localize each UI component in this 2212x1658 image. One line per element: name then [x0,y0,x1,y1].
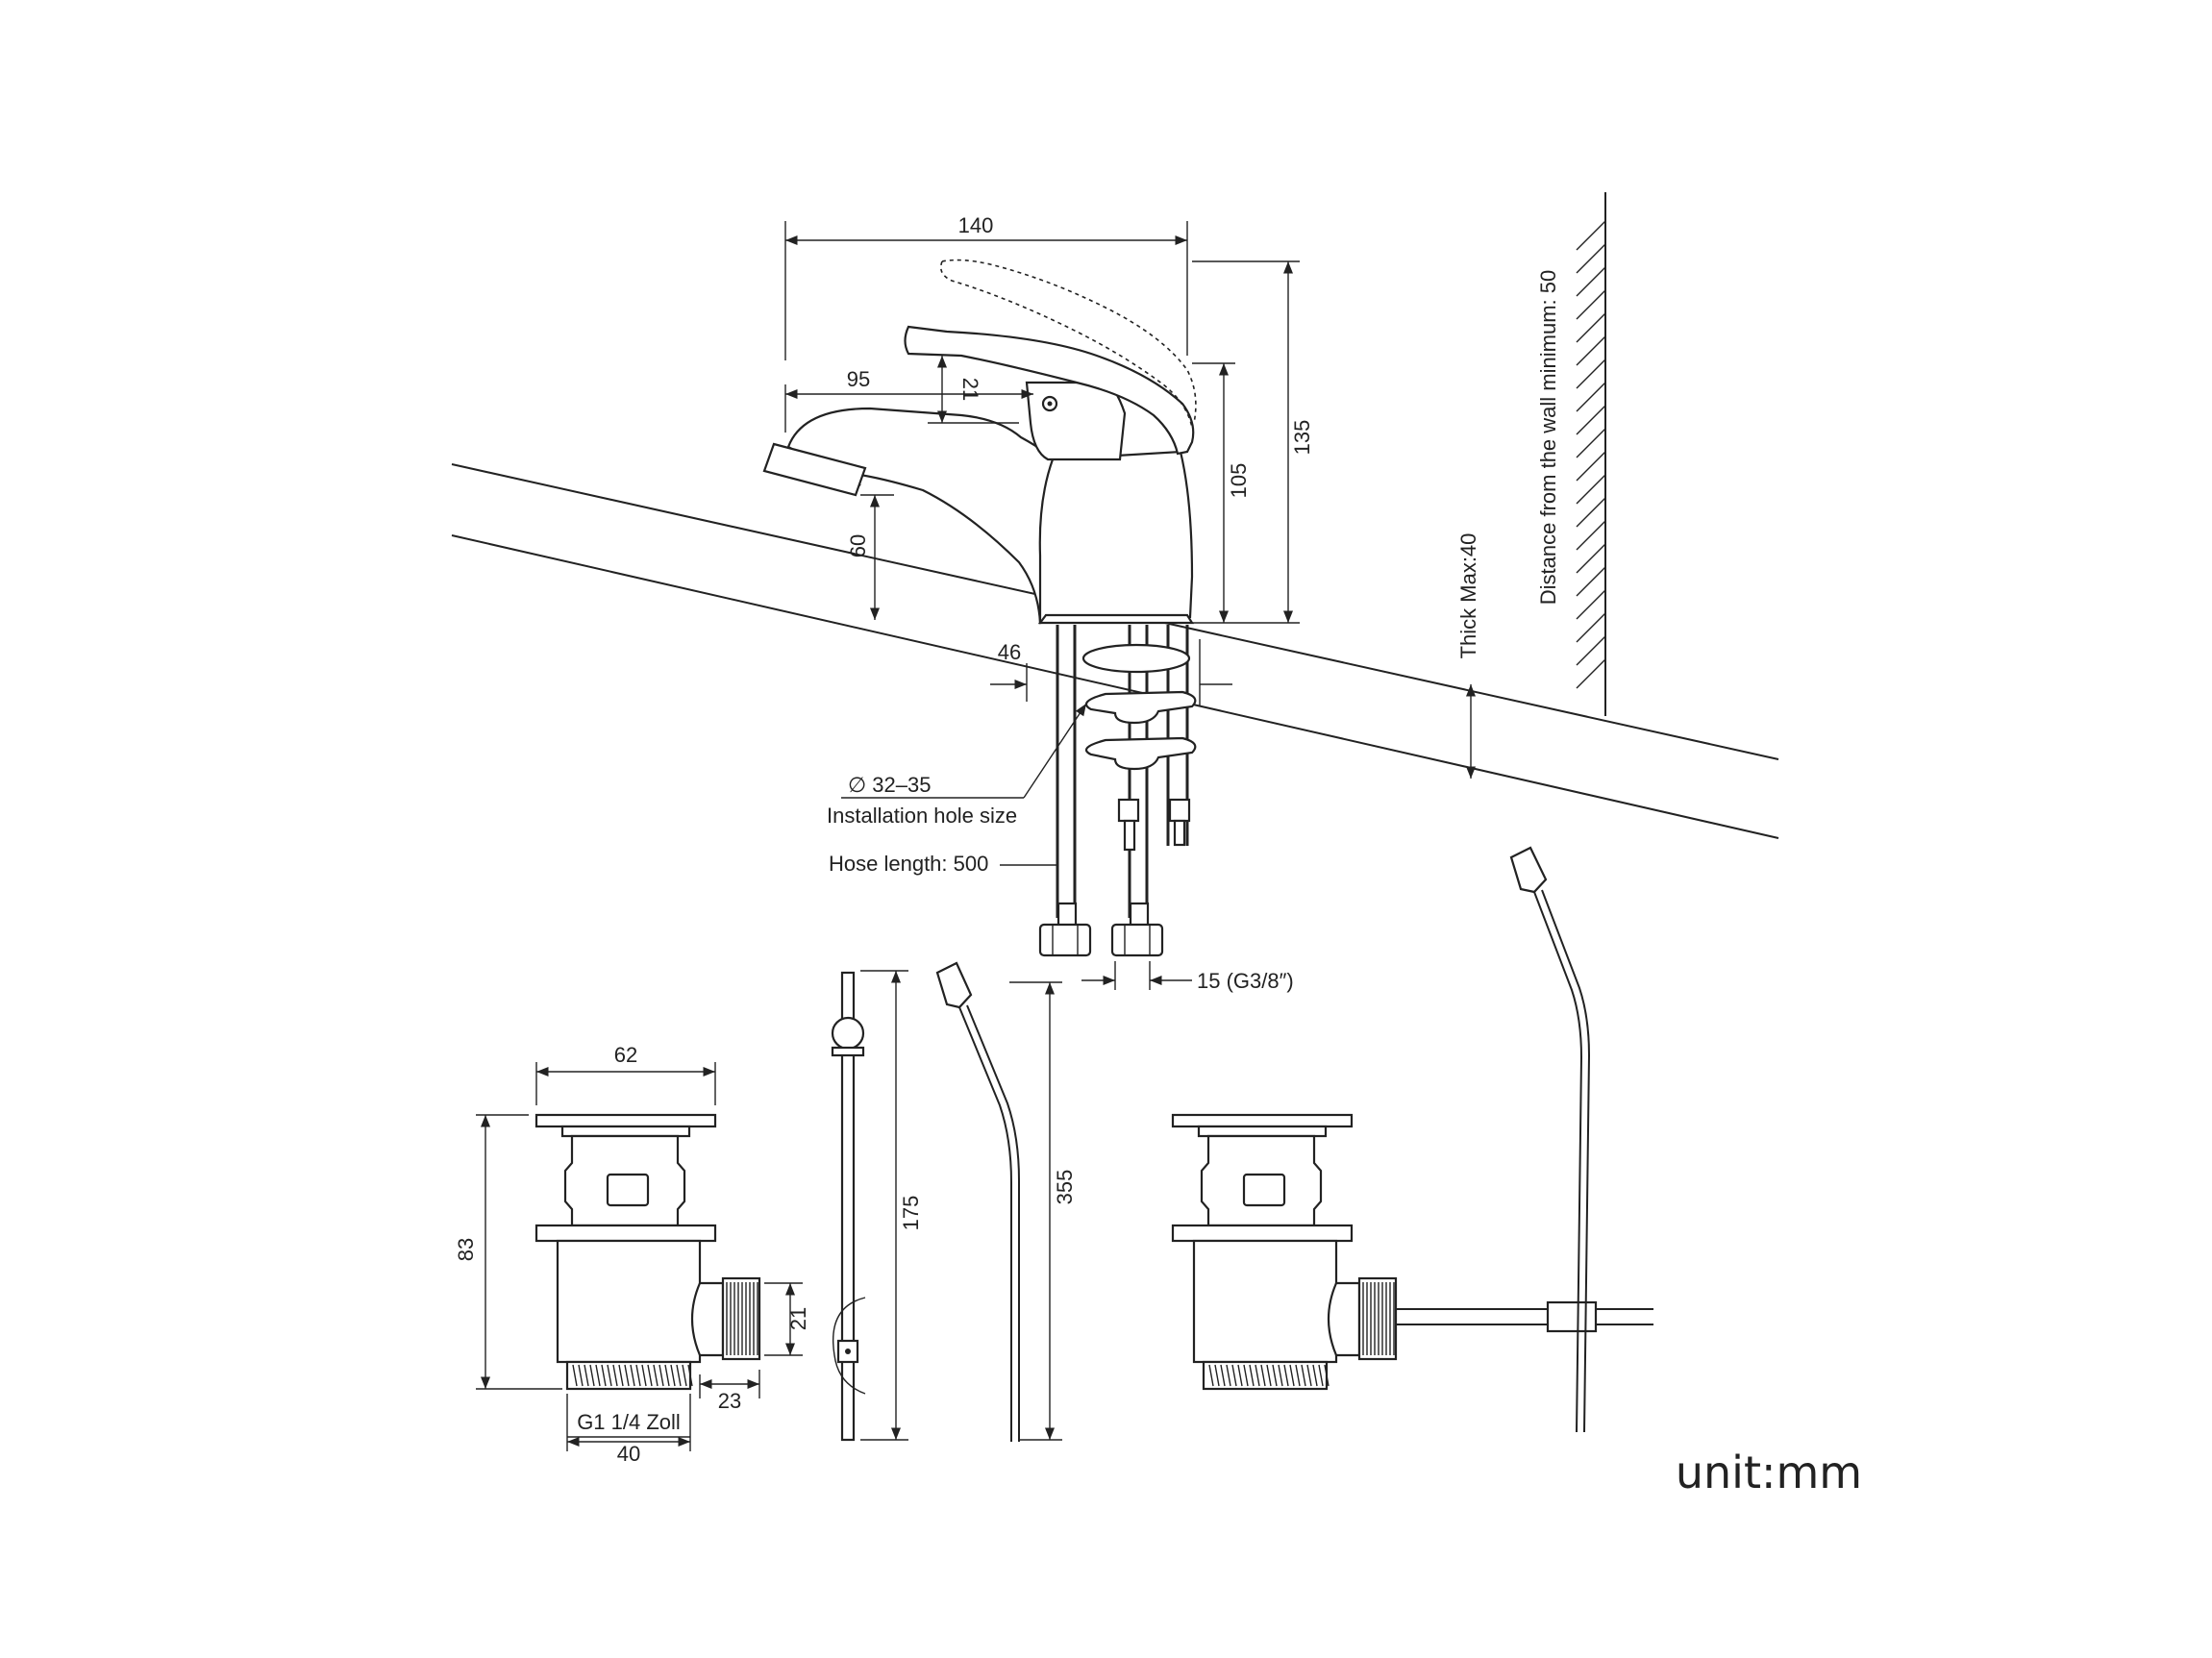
faucet-body [762,259,1197,957]
dim-135: 135 [1290,420,1314,456]
dim-60: 60 [846,534,870,557]
lever-dimension [1009,981,1062,1441]
wall-distance-label: Distance from the wall minimum: 50 [1536,270,1560,605]
lift-lever [935,961,1020,1442]
dim-175: 175 [899,1196,923,1231]
dim-355: 355 [1053,1170,1077,1205]
annotation-labels: Thick Max:40 Distance from the wall mini… [577,270,1862,1498]
drain-assembly [534,1113,761,1391]
thick-max-label: Thick Max:40 [1456,533,1480,659]
dim-83: 83 [454,1238,478,1261]
hose-length-label: Hose length: 500 [829,852,988,876]
pull-rod [831,971,866,1442]
dim-95: 95 [847,367,870,391]
faucet-dimensions [784,221,1477,990]
dim-140: 140 [958,213,994,237]
dim-23: 23 [718,1389,741,1413]
dim-46: 46 [998,640,1021,664]
drain-dimensions [476,1062,803,1451]
hose-connector-label: 15 (G3/8″) [1197,969,1294,993]
rod-dimension [860,970,908,1441]
dimension-labels: 140 135 105 95 21 60 46 62 83 21 23 40 1… [454,213,1314,1466]
drain-assembled [1171,846,1653,1433]
installation-hole-label: Installation hole size [827,804,1017,828]
dim-21-handle: 21 [958,378,982,401]
wall [1576,192,1606,716]
dim-62: 62 [614,1043,637,1067]
hole-size-label: ∅ 32–35 [848,773,931,797]
dim-105: 105 [1227,463,1251,499]
unit-label: unit:mm [1676,1447,1862,1498]
dim-21-outlet: 21 [786,1307,810,1330]
thread-spec-label: G1 1/4 Zoll [577,1410,681,1434]
dim-40: 40 [617,1442,640,1466]
